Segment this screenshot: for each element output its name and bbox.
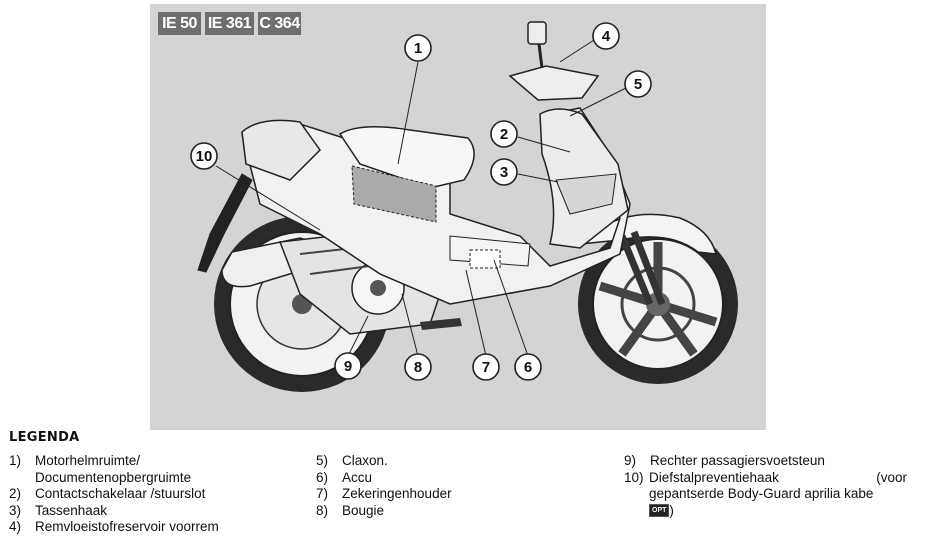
plate-holder <box>197 173 253 273</box>
battery-cover <box>469 249 501 269</box>
front-fork <box>618 230 666 306</box>
legend-item-10-line1: Diefstalpreventiehaak (voor <box>649 469 907 485</box>
svg-text:4: 4 <box>602 28 611 45</box>
svg-text:5: 5 <box>634 76 642 93</box>
leader-8 <box>401 293 419 357</box>
callout-5: 5 <box>624 70 652 98</box>
tail-section <box>241 119 321 181</box>
legend-item-2: 2) Contactschakelaar /stuurslot <box>9 486 206 501</box>
svg-text:3: 3 <box>500 164 508 181</box>
leader-2 <box>517 136 571 153</box>
legend-column-1: 1) Motorhelmruimte/ Documentenopbergruim… <box>9 453 219 536</box>
callouts-layer: 1 2 3 4 5 6 7 8 9 10 <box>190 22 652 381</box>
leader-9 <box>347 315 369 357</box>
callout-4: 4 <box>592 22 620 50</box>
svg-text:7: 7 <box>482 359 490 376</box>
opt-icon: OPT <box>649 504 670 518</box>
svg-text:2: 2 <box>500 126 508 143</box>
scooter-illustration <box>197 21 738 392</box>
front-wheel <box>578 224 738 384</box>
legend-column-2: 5) Claxon. 6) Accu 7) Zekeringenhouder 8… <box>316 453 452 519</box>
svg-text:1: 1 <box>414 40 422 57</box>
callout-8: 8 <box>404 353 432 381</box>
svg-text:8: 8 <box>414 359 422 376</box>
legend-item-4: 4) Remvloeistofreservoir voorrem <box>9 519 219 534</box>
callout-2: 2 <box>490 120 518 148</box>
leader-6 <box>493 259 529 357</box>
svg-text:10: 10 <box>196 148 213 165</box>
passenger-footrest <box>420 318 462 330</box>
legend-item-6: 6) Accu <box>316 469 373 485</box>
leader-5 <box>569 87 627 117</box>
leader-10 <box>215 165 321 231</box>
handlebar <box>508 65 600 101</box>
callout-6: 6 <box>514 353 542 381</box>
leader-7 <box>465 269 487 357</box>
svg-text:6: 6 <box>524 359 532 376</box>
svg-text:9: 9 <box>344 358 352 375</box>
leader-4 <box>559 39 595 63</box>
legend-item-3: 3) Tassenhaak <box>9 502 108 518</box>
legend-column-3: 9) Rechter passagiersvoetsteun 10) Diefs… <box>624 453 907 519</box>
legend-item-7: 7) Zekeringenhouder <box>316 486 452 501</box>
callout-3: 3 <box>490 158 518 186</box>
model-badge-ie361: IE 361 <box>205 12 254 35</box>
model-badge-ie50: IE 50 <box>158 12 201 35</box>
model-badge-c364: C 364 <box>258 12 301 35</box>
leader-1 <box>397 61 419 165</box>
seat <box>338 126 475 189</box>
front-panel-detail <box>555 173 617 215</box>
leader-3 <box>517 173 559 183</box>
callout-9: 9 <box>334 352 362 380</box>
mirror <box>527 21 547 45</box>
legend-item-8: 8) Bougie <box>316 502 385 518</box>
legend-item-5: 5) Claxon. <box>316 453 388 468</box>
legend-item-1: 1) Motorhelmruimte/ Documentenopbergruim… <box>9 453 192 485</box>
legend-title: LEGENDA <box>9 430 80 445</box>
callout-10: 10 <box>190 142 218 170</box>
callout-1: 1 <box>404 34 432 62</box>
legend-item-9: 9) Rechter passagiersvoetsteun <box>624 453 825 468</box>
legend-item-10: 10) Diefstalpreventiehaak (voor gepantse… <box>624 469 907 518</box>
scooter-diagram: IE 50 IE 361 C 364 <box>150 4 766 430</box>
helmet-compartment <box>351 165 437 223</box>
callout-7: 7 <box>472 353 500 381</box>
